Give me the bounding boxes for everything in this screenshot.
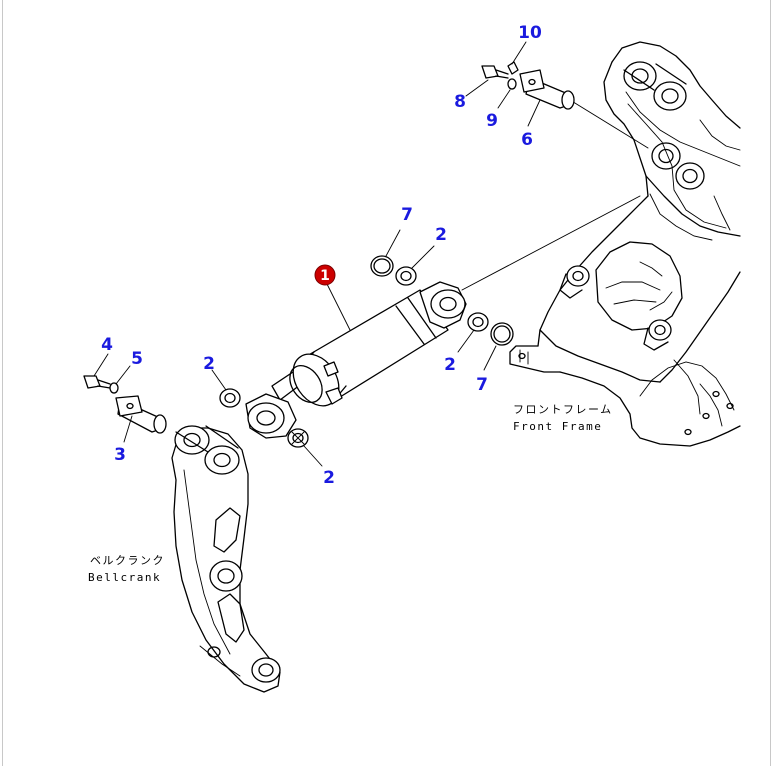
callout-10[interactable]: 10 — [518, 23, 542, 43]
callout-1-badge — [314, 264, 336, 286]
bolt-4 — [83, 375, 111, 389]
callout-8[interactable]: 8 — [454, 92, 466, 112]
callout-2-upper[interactable]: 2 — [435, 225, 447, 245]
washer-5 — [109, 382, 119, 394]
front-frame-label-jp: フロントフレーム — [513, 403, 613, 416]
hydraulic-cylinder — [245, 281, 467, 439]
callout-2-right[interactable]: 2 — [444, 355, 456, 375]
callout-7-lower[interactable]: 7 — [476, 375, 488, 395]
front-frame — [509, 41, 741, 447]
shim-7-lower-inner — [493, 325, 511, 343]
callout-9[interactable]: 9 — [486, 111, 498, 131]
viewer-border-right — [770, 0, 771, 766]
viewer-border-left — [2, 0, 3, 766]
shim-7-upper-inner — [373, 258, 391, 274]
bushing-2-upper — [395, 266, 417, 286]
bellcrank — [171, 425, 281, 693]
bushing-2-lower — [287, 428, 309, 448]
front-frame-label-en: Front Frame — [513, 420, 602, 433]
pin-3 — [115, 395, 167, 434]
callout-6[interactable]: 6 — [521, 130, 533, 150]
bolt-8 — [481, 65, 509, 79]
callout-1-highlight[interactable]: 1 — [314, 264, 336, 286]
callout-4[interactable]: 4 — [101, 335, 113, 355]
leader-lines — [93, 41, 541, 467]
callout-3[interactable]: 3 — [114, 445, 126, 465]
bushing-2-right — [467, 312, 489, 332]
bellcrank-label-jp: ベルクランク — [90, 554, 165, 567]
pin-6 — [519, 69, 575, 110]
callout-2-lower[interactable]: 2 — [323, 468, 335, 488]
callout-2-left[interactable]: 2 — [203, 354, 215, 374]
callout-1[interactable]: 1 — [320, 268, 330, 284]
alignment-line-top — [569, 99, 649, 149]
bellcrank-label-en: Bellcrank — [88, 571, 161, 584]
washer-9 — [507, 78, 517, 90]
part-10 — [507, 61, 519, 75]
callout-7-upper[interactable]: 7 — [401, 205, 413, 225]
alignment-line-cylinder — [461, 195, 641, 291]
callout-5[interactable]: 5 — [131, 349, 143, 369]
bushing-2-left — [219, 388, 241, 408]
